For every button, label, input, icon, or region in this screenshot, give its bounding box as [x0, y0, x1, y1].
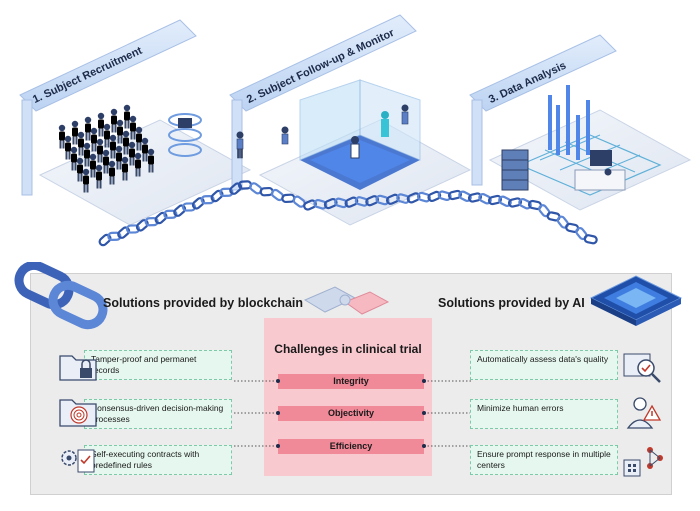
chain-link	[135, 219, 149, 232]
scanner-icon	[168, 113, 202, 157]
person-icon	[123, 104, 131, 129]
person-icon	[134, 152, 142, 177]
chain-link-icon	[14, 262, 108, 330]
staff-people	[236, 104, 409, 159]
stage-3-banner	[469, 34, 617, 186]
person-icon	[135, 126, 143, 151]
server-rack-icon	[501, 149, 529, 191]
stage-1-banner	[19, 19, 197, 196]
doctor-warning-icon	[626, 397, 662, 429]
ai-solution-3: Ensure prompt response in multiple cente…	[470, 445, 618, 475]
person-icon	[102, 149, 110, 174]
person-icon	[84, 116, 92, 141]
person-icon	[122, 130, 130, 155]
person-icon	[97, 112, 105, 137]
person-icon	[77, 131, 85, 156]
blockchain-solution-2: Consensus-driven decision-making process…	[84, 399, 232, 429]
magnifier-check-icon	[623, 353, 661, 383]
chain-link	[219, 187, 234, 197]
chain-link	[98, 233, 112, 247]
person-icon	[115, 145, 123, 170]
person-icon	[89, 153, 97, 178]
chain-link	[117, 226, 131, 239]
hospital-network-icon	[623, 447, 663, 477]
person-icon	[58, 124, 66, 149]
chain-link	[144, 217, 159, 227]
ai-solution-2: Minimize human errors	[470, 399, 618, 429]
challenges-title: Challenges in clinical trial	[274, 342, 422, 356]
person-icon	[82, 168, 90, 193]
blockchain-heading: Solutions provided by blockchain	[103, 296, 304, 310]
data-analysis-scene	[501, 85, 662, 196]
chain-link	[181, 202, 197, 212]
gear-contract-icon	[61, 449, 95, 473]
puzzle-icon	[303, 286, 390, 315]
challenge-efficiency: Efficiency	[278, 439, 424, 454]
person-icon	[103, 123, 111, 148]
analyst-workstation-icon	[574, 150, 626, 191]
person-icon	[128, 141, 136, 166]
ai-solution-1: Automatically assess data's quality	[470, 350, 618, 380]
monitoring-room	[299, 79, 421, 190]
person-icon	[83, 142, 91, 167]
chain-link	[191, 197, 205, 210]
folder-lock-icon	[59, 355, 97, 381]
challenge-objectivity: Objectivity	[278, 406, 424, 421]
chain-link	[583, 234, 598, 245]
chain-link	[478, 193, 492, 205]
chain-link	[507, 197, 523, 208]
fingerprint-folder-icon	[59, 399, 97, 427]
person-icon	[110, 108, 118, 133]
chain-link	[467, 192, 483, 203]
chain-link	[125, 224, 141, 234]
person-icon	[96, 138, 104, 163]
person-icon	[129, 115, 137, 140]
chain-link	[210, 189, 224, 203]
chain-link	[229, 182, 243, 195]
challenge-integrity: Integrity	[278, 374, 424, 389]
person-icon	[70, 146, 78, 171]
chain-link	[458, 190, 472, 202]
chain-link	[498, 195, 512, 207]
chain-link	[163, 209, 178, 219]
person-icon	[71, 120, 79, 145]
ai-heading: Solutions provided by AI	[438, 296, 585, 310]
chain-link	[107, 231, 122, 241]
person-icon	[95, 164, 103, 189]
person-icon	[108, 160, 116, 185]
person-icon	[141, 137, 149, 162]
blockchain-solution-3: Self-executing contracts with predefined…	[84, 445, 232, 475]
chain-link	[200, 195, 215, 205]
ai-chip-icon	[589, 275, 683, 326]
crowd-people	[58, 104, 155, 193]
blockchain-chain-icon	[98, 180, 598, 247]
chain-link	[447, 189, 463, 201]
chain-link	[487, 194, 503, 206]
person-icon	[121, 156, 129, 181]
person-icon	[90, 127, 98, 152]
chain-link	[173, 204, 187, 217]
person-icon	[147, 148, 155, 173]
person-icon	[109, 134, 117, 159]
chain-link	[154, 211, 168, 225]
blockchain-solution-1: Tamper-proof and permanet records	[84, 350, 232, 380]
person-icon	[64, 135, 72, 160]
person-icon	[116, 119, 124, 144]
person-icon	[76, 157, 84, 182]
